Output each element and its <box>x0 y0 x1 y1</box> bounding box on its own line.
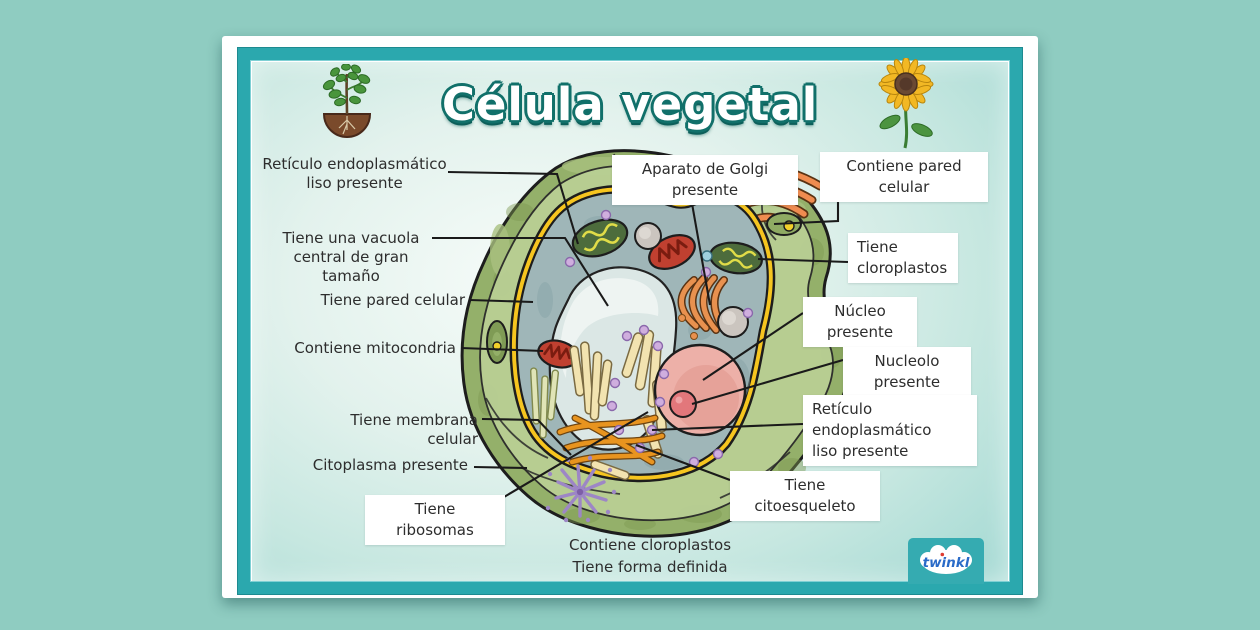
footer-line-chloroplasts: Contiene cloroplastos <box>568 536 732 554</box>
page-title: Célula vegetal <box>441 78 819 131</box>
smooth-er <box>529 367 559 439</box>
label-smooth-er-right: Retículo endoplasmático liso presente <box>803 395 977 466</box>
brand-tab: twinkl <box>908 538 984 584</box>
sunflower-icon <box>878 58 934 149</box>
footer-line-shape: Tiene forma definida <box>572 558 728 576</box>
label-cell-wall-left: Tiene pared celular <box>320 291 465 309</box>
potted-plant-icon <box>322 64 372 138</box>
label-cell-wall-top: Contiene pared celular <box>820 152 988 202</box>
vesicle <box>634 222 749 338</box>
rough-er <box>569 329 667 481</box>
leader-lines <box>432 170 849 498</box>
brand-dot <box>940 552 945 557</box>
brand-logo: twinkl <box>920 545 972 574</box>
label-cytoskeleton: Tiene citoesqueleto <box>730 471 880 521</box>
label-cell-membrane: Tiene membrana celular <box>350 411 478 448</box>
label-mitochondria: Contiene mitocondria <box>294 339 456 357</box>
label-nucleus: Núcleo presente <box>803 297 917 347</box>
nucleus <box>653 343 747 437</box>
poster-frame <box>238 48 1022 594</box>
chloroplast <box>571 218 629 258</box>
label-chloroplasts: Tiene cloroplastos <box>848 233 958 283</box>
plant-cell-illustration <box>432 149 851 538</box>
label-smooth-er-left: Retículo endoplasmático liso presente <box>262 155 447 192</box>
mitochondrion <box>648 234 696 270</box>
ribosome-dots <box>564 209 754 468</box>
nucleolus <box>669 390 697 418</box>
brand-wordmark: twinkl <box>923 555 970 571</box>
label-ribosomes: Tiene ribosomas <box>365 495 505 545</box>
label-nucleolus: Nucleolo presente <box>843 347 971 397</box>
cytoskeleton-filaments <box>556 414 666 466</box>
label-vacuole: Tiene una vacuola central de gran tamaño <box>282 229 420 285</box>
label-golgi: Aparato de Golgi presente <box>612 155 798 205</box>
label-cytoplasm: Citoplasma presente <box>312 456 468 474</box>
